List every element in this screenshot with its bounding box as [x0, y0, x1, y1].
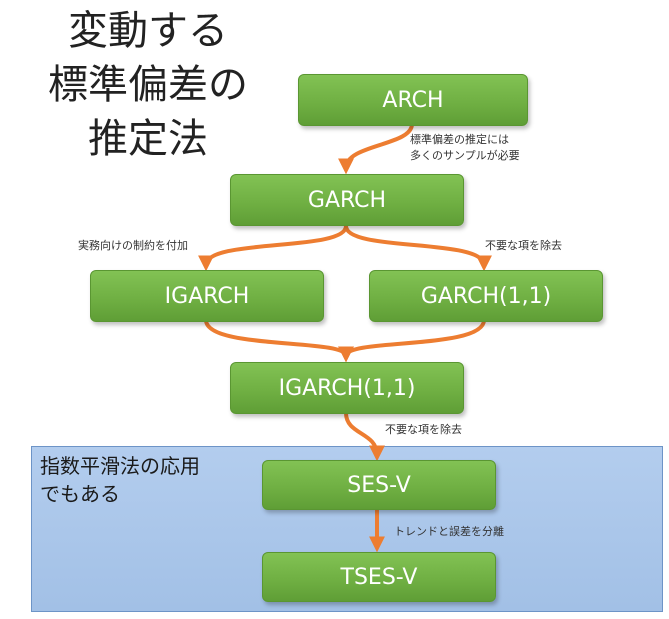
node-igarch: IGARCH [90, 270, 324, 322]
edge-arch-garch [338, 122, 414, 175]
node-sesv: SES-V [262, 460, 496, 510]
node-garch: GARCH [230, 174, 464, 226]
region-label: 指数平滑法の応用 でもある [40, 452, 200, 508]
annotation-garch-garch11: 不要な項を除去 [485, 239, 562, 252]
annotation-sesv-tsesv: トレンドと誤差を分離 [394, 525, 504, 538]
annotation-arch-garch-line-1: 標準偏差の推定には [410, 133, 509, 146]
edge-igarch-igarch11 [204, 318, 354, 363]
title-line-1: 変動する [68, 8, 228, 54]
annotation-arch-garch-line-2: 多くのサンプルが必要 [410, 149, 520, 162]
title-line-2: 標準偏差の [48, 62, 248, 108]
region-label-line-2: でもある [40, 482, 120, 506]
annotation-igarch11-sesv: 不要な項を除去 [385, 423, 462, 436]
annotation-arch-garch: 標準偏差の推定には 多くのサンプルが必要 [410, 132, 520, 164]
node-igarch11: IGARCH(1,1) [230, 362, 464, 414]
node-arch: ARCH [298, 74, 528, 126]
edge-garch-igarch [198, 224, 348, 272]
diagram-title: 変動する 標準偏差の 推定法 [28, 4, 268, 166]
edge-igarch11-sesv [344, 411, 385, 462]
annotation-garch-igarch: 実務向けの制約を付加 [78, 239, 188, 252]
title-line-3: 推定法 [88, 116, 208, 162]
edge-garch11-igarch11 [338, 318, 486, 363]
region-label-line-1: 指数平滑法の応用 [40, 454, 200, 478]
node-garch11: GARCH(1,1) [369, 270, 603, 322]
node-tsesv: TSES-V [262, 552, 496, 602]
edge-garch-garch11 [344, 224, 492, 272]
